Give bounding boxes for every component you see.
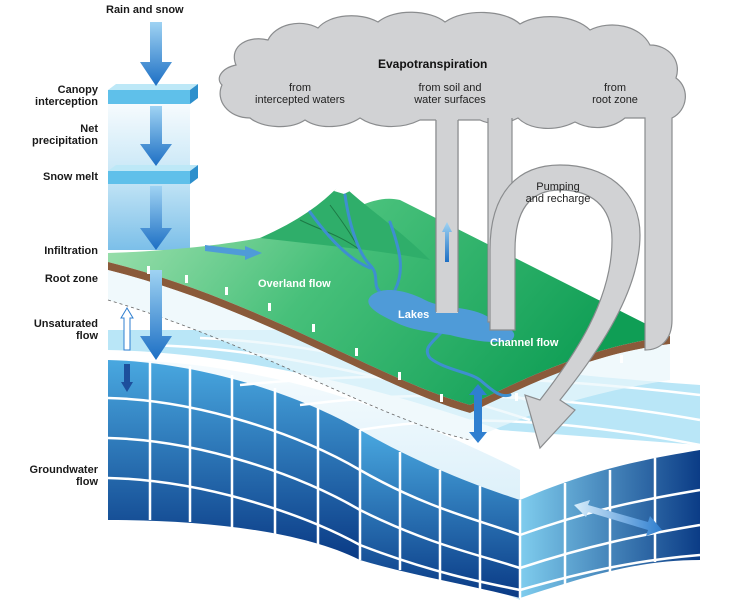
infiltration-arrow [140,186,172,250]
lake [368,290,515,343]
label-channel-flow: Channel flow [490,337,559,349]
rain-arrow [140,22,172,86]
unsaturated-flow-arrow [120,307,134,392]
label-unsaturated-flow: Unsaturated flow [33,318,98,342]
overland-flow-arrow [205,245,262,260]
root-zone-arrow [140,270,172,360]
evaporation-arrow [442,222,452,262]
evaporation-stalk [436,118,458,313]
canopy-slab [108,84,198,104]
river-network [308,193,512,398]
label-groundwater-flow: Groundwater flow [29,464,98,488]
label-evapotranspiration: Evapotranspiration [378,57,488,71]
label-overland-flow: Overland flow [258,278,331,290]
snow-slab [108,165,198,184]
label-pumping-and-recharge: Pumping and recharge [525,181,591,205]
surface-groundwater-exchange-arrow [469,384,487,443]
label-from-intercepted-waters: from intercepted waters [255,82,345,106]
label-from-soil-and-water-surfaces: from soil and water surfaces [414,82,486,106]
label-canopy-interception: Canopy interception [35,84,98,108]
label-from-root-zone: from root zone [592,82,638,106]
label-rain-and-snow: Rain and snow [106,4,184,16]
label-net-precipitation: Net precipitation [31,123,98,147]
label-snow-melt: Snow melt [42,171,98,183]
label-root-zone: Root zone [44,273,98,285]
label-infiltration: Infiltration [44,245,98,257]
lateral-groundwater-arrow [574,500,662,536]
net-precipitation-arrow [140,106,172,166]
label-lakes: Lakes [398,309,430,321]
pumping-recharge-arrow [489,164,641,450]
